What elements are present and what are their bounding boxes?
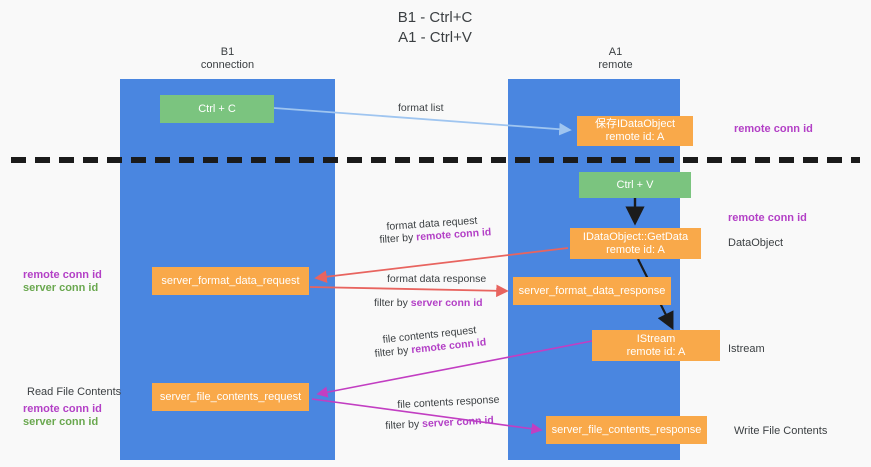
- annotation-left-server-conn-id-2: server conn id: [23, 416, 99, 428]
- edge-label-format-list: format list: [398, 102, 444, 114]
- annotation-left-remote-conn-id-2: remote conn id: [23, 403, 102, 415]
- edge-format-list: [273, 107, 572, 136]
- annotation-istream: Istream: [728, 343, 765, 355]
- node-server-file-contents-response[interactable]: server_file_contents_response: [546, 416, 707, 444]
- annotation-left-remote-conn-id-1: remote conn id: [23, 269, 102, 281]
- annotation-remote-conn-id-mid: remote conn id: [728, 212, 807, 224]
- filter-value-server-conn-id: server conn id: [410, 297, 483, 309]
- filter-prefix: filter by: [385, 418, 423, 432]
- edge-file-contents-request: [316, 340, 593, 398]
- annotation-remote-conn-id-top: remote conn id: [734, 123, 813, 135]
- filter-value-server-conn-id: server conn id: [421, 414, 495, 431]
- phase-divider-dashed-line: [11, 157, 860, 163]
- annotation-write-file-contents: Write File Contents: [734, 425, 828, 437]
- annotation-left-server-conn-id-1: server conn id: [23, 282, 99, 294]
- edge-label-format-data-response: format data response: [387, 273, 487, 285]
- node-server-format-data-request[interactable]: server_format_data_request: [152, 267, 309, 295]
- node-ctrl-v[interactable]: Ctrl + V: [579, 172, 691, 198]
- edge-label-format-data-response-filter: filter by server conn id: [374, 296, 483, 310]
- filter-prefix: filter by: [374, 297, 411, 309]
- edge-file-contents-response: [311, 398, 543, 435]
- annotation-dataobject: DataObject: [728, 237, 784, 249]
- filter-prefix: filter by: [374, 344, 412, 360]
- filter-prefix: filter by: [379, 231, 417, 246]
- node-ctrl-c[interactable]: Ctrl + C: [160, 95, 274, 123]
- annotation-read-file-contents: Read File Contents: [27, 386, 122, 398]
- edge-format-data-response: [309, 284, 509, 298]
- edge-format-data-request: [314, 247, 569, 283]
- node-server-format-data-response[interactable]: server_format_data_response: [513, 277, 671, 305]
- node-server-file-contents-request[interactable]: server_file_contents_request: [152, 383, 309, 411]
